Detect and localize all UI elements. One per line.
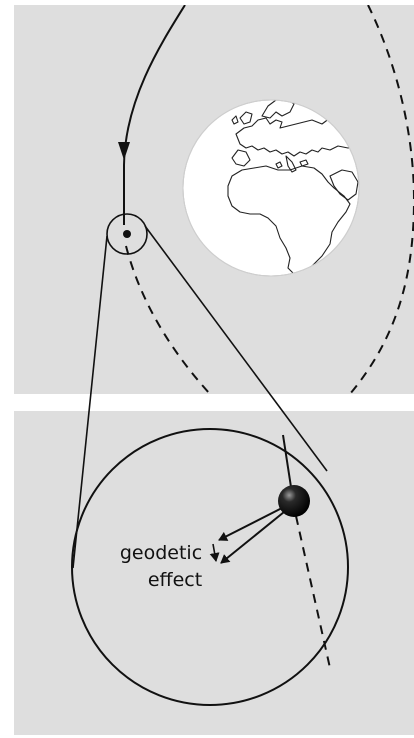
gyroscope-sphere-icon [278, 485, 310, 517]
bottom-panel [14, 411, 414, 735]
effect-label: effect [148, 569, 202, 591]
geodetic-label: geodetic [120, 542, 202, 564]
satellite-dot [123, 230, 131, 238]
